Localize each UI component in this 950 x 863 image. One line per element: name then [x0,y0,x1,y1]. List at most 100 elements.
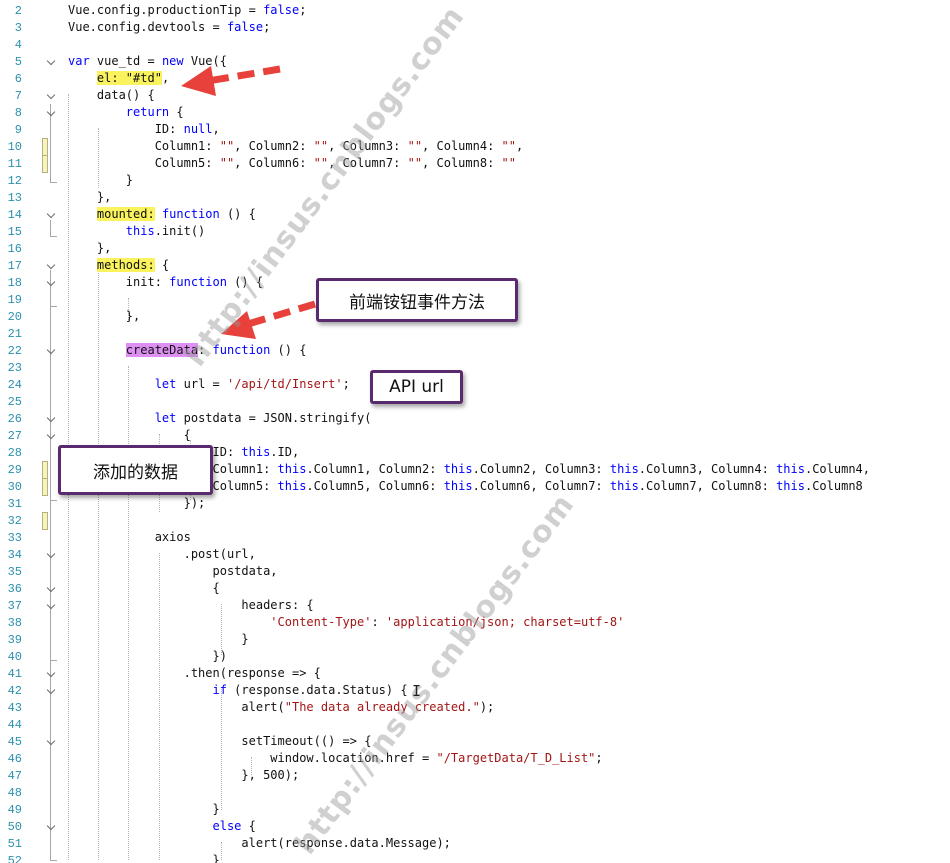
code-line[interactable]: 17 methods: { [0,257,950,274]
code-line[interactable]: 16 }, [0,240,950,257]
code-text[interactable]: .then(response => { [68,665,321,682]
code-text[interactable]: window.location.href = "/TargetData/T_D_… [68,750,602,767]
code-text[interactable]: setTimeout(() => { [68,733,371,750]
code-line[interactable]: 49 } [0,801,950,818]
code-line[interactable]: 29 Column1: this.Column1, Column2: this.… [0,461,950,479]
code-text[interactable]: this.init() [68,223,205,240]
code-text[interactable]: return { [68,104,184,121]
code-line[interactable]: 43 alert("The data already created."); [0,699,950,716]
code-text[interactable]: }, [68,240,111,257]
code-text[interactable]: { [68,580,219,597]
code-text[interactable]: Column5: this.Column5, Column6: this.Col… [68,478,862,495]
code-line[interactable]: 19 [0,291,950,308]
code-text[interactable]: }); [68,495,206,512]
code-line[interactable]: 46 window.location.href = "/TargetData/T… [0,750,950,767]
code-line[interactable]: 7 data() { [0,87,950,104]
code-line[interactable]: 6 el: "#td", [0,70,950,87]
code-line[interactable]: 22 createData: function () { [0,342,950,359]
fold-chevron-icon[interactable] [46,56,56,66]
code-line[interactable]: 51 alert(response.data.Message); [0,835,950,852]
code-text[interactable]: methods: { [68,257,169,274]
code-text[interactable]: let postdata = JSON.stringify( [68,410,372,427]
code-text[interactable]: headers: { [68,597,313,614]
code-line[interactable]: 41 .then(response => { [0,665,950,682]
code-text[interactable]: Vue.config.devtools = false; [68,19,270,36]
code-text[interactable]: else { [68,818,256,835]
code-line[interactable]: 8 return { [0,104,950,121]
code-line[interactable]: 33 axios [0,529,950,546]
code-line[interactable]: 52 } [0,852,950,863]
code-text[interactable]: el: "#td", [68,70,169,87]
code-line[interactable]: 12 } [0,172,950,189]
fold-chevron-icon[interactable] [46,413,56,423]
fold-chevron-icon[interactable] [46,736,56,746]
code-line[interactable]: 11 Column5: "", Column6: "", Column7: ""… [0,155,950,173]
code-line[interactable]: 35 postdata, [0,563,950,580]
code-text[interactable]: { [68,427,191,444]
code-line[interactable]: 18 init: function () { [0,274,950,291]
fold-chevron-icon[interactable] [46,345,56,355]
code-text[interactable]: ID: null, [68,121,220,138]
code-text[interactable]: Column1: this.Column1, Column2: this.Col… [68,461,870,478]
code-text[interactable]: createData: function () { [68,342,306,359]
code-line[interactable]: 24 let url = '/api/td/Insert'; [0,376,950,393]
code-text[interactable]: mounted: function () { [68,206,256,223]
code-text[interactable]: alert(response.data.Message); [68,835,451,852]
code-line[interactable]: 20 }, [0,308,950,325]
code-line[interactable]: 32 [0,512,950,530]
code-line[interactable]: 37 headers: { [0,597,950,614]
fold-chevron-icon[interactable] [46,583,56,593]
code-text[interactable]: axios [68,529,191,546]
code-text[interactable]: .post(url, [68,546,256,563]
code-line[interactable]: 36 { [0,580,950,597]
code-text[interactable]: 'Content-Type': 'application/json; chars… [68,614,624,631]
fold-chevron-icon[interactable] [46,90,56,100]
fold-chevron-icon[interactable] [46,549,56,559]
code-line[interactable]: 31 }); [0,495,950,512]
code-text[interactable]: } [68,801,219,818]
code-text[interactable]: Column1: "", Column2: "", Column3: "", C… [68,138,524,155]
code-text[interactable]: alert("The data already created."); [68,699,494,716]
code-line[interactable]: 26 let postdata = JSON.stringify( [0,410,950,427]
code-line[interactable]: 45 setTimeout(() => { [0,733,950,750]
fold-chevron-icon[interactable] [46,430,56,440]
code-line[interactable]: 44 [0,716,950,733]
code-line[interactable]: 34 .post(url, [0,546,950,563]
code-line[interactable]: 14 mounted: function () { [0,206,950,223]
code-line[interactable]: 4 [0,36,950,53]
code-line[interactable]: 23 [0,359,950,376]
code-line[interactable]: 25 [0,393,950,410]
code-text[interactable]: } [68,172,133,189]
fold-chevron-icon[interactable] [46,668,56,678]
code-text[interactable]: } [68,852,219,863]
code-line[interactable]: 50 else { [0,818,950,835]
code-text[interactable]: init: function () { [68,274,263,291]
code-text[interactable]: }, [68,189,111,206]
code-text[interactable]: Column5: "", Column6: "", Column7: "", C… [68,155,516,172]
code-text[interactable]: Vue.config.productionTip = false; [68,2,306,19]
fold-chevron-icon[interactable] [46,821,56,831]
code-text[interactable]: data() { [68,87,155,104]
code-line[interactable]: 21 [0,325,950,342]
code-line[interactable]: 47 }, 500); [0,767,950,784]
code-line[interactable]: 48 [0,784,950,801]
fold-chevron-icon[interactable] [46,685,56,695]
code-line[interactable]: 38 'Content-Type': 'application/json; ch… [0,614,950,631]
code-line[interactable]: 42 if (response.data.Status) { [0,682,950,699]
code-text[interactable]: }, 500); [68,767,299,784]
fold-chevron-icon[interactable] [46,209,56,219]
code-line[interactable]: 10 Column1: "", Column2: "", Column3: ""… [0,138,950,156]
code-line[interactable]: 15 this.init() [0,223,950,240]
code-line[interactable]: 13 }, [0,189,950,206]
code-line[interactable]: 9 ID: null, [0,121,950,138]
fold-chevron-icon[interactable] [46,260,56,270]
code-line[interactable]: 27 { [0,427,950,444]
code-line[interactable]: 28 ID: this.ID, [0,444,950,461]
fold-chevron-icon[interactable] [46,107,56,117]
code-text[interactable]: if (response.data.Status) { [68,682,408,699]
code-line[interactable]: 30 Column5: this.Column5, Column6: this.… [0,478,950,496]
